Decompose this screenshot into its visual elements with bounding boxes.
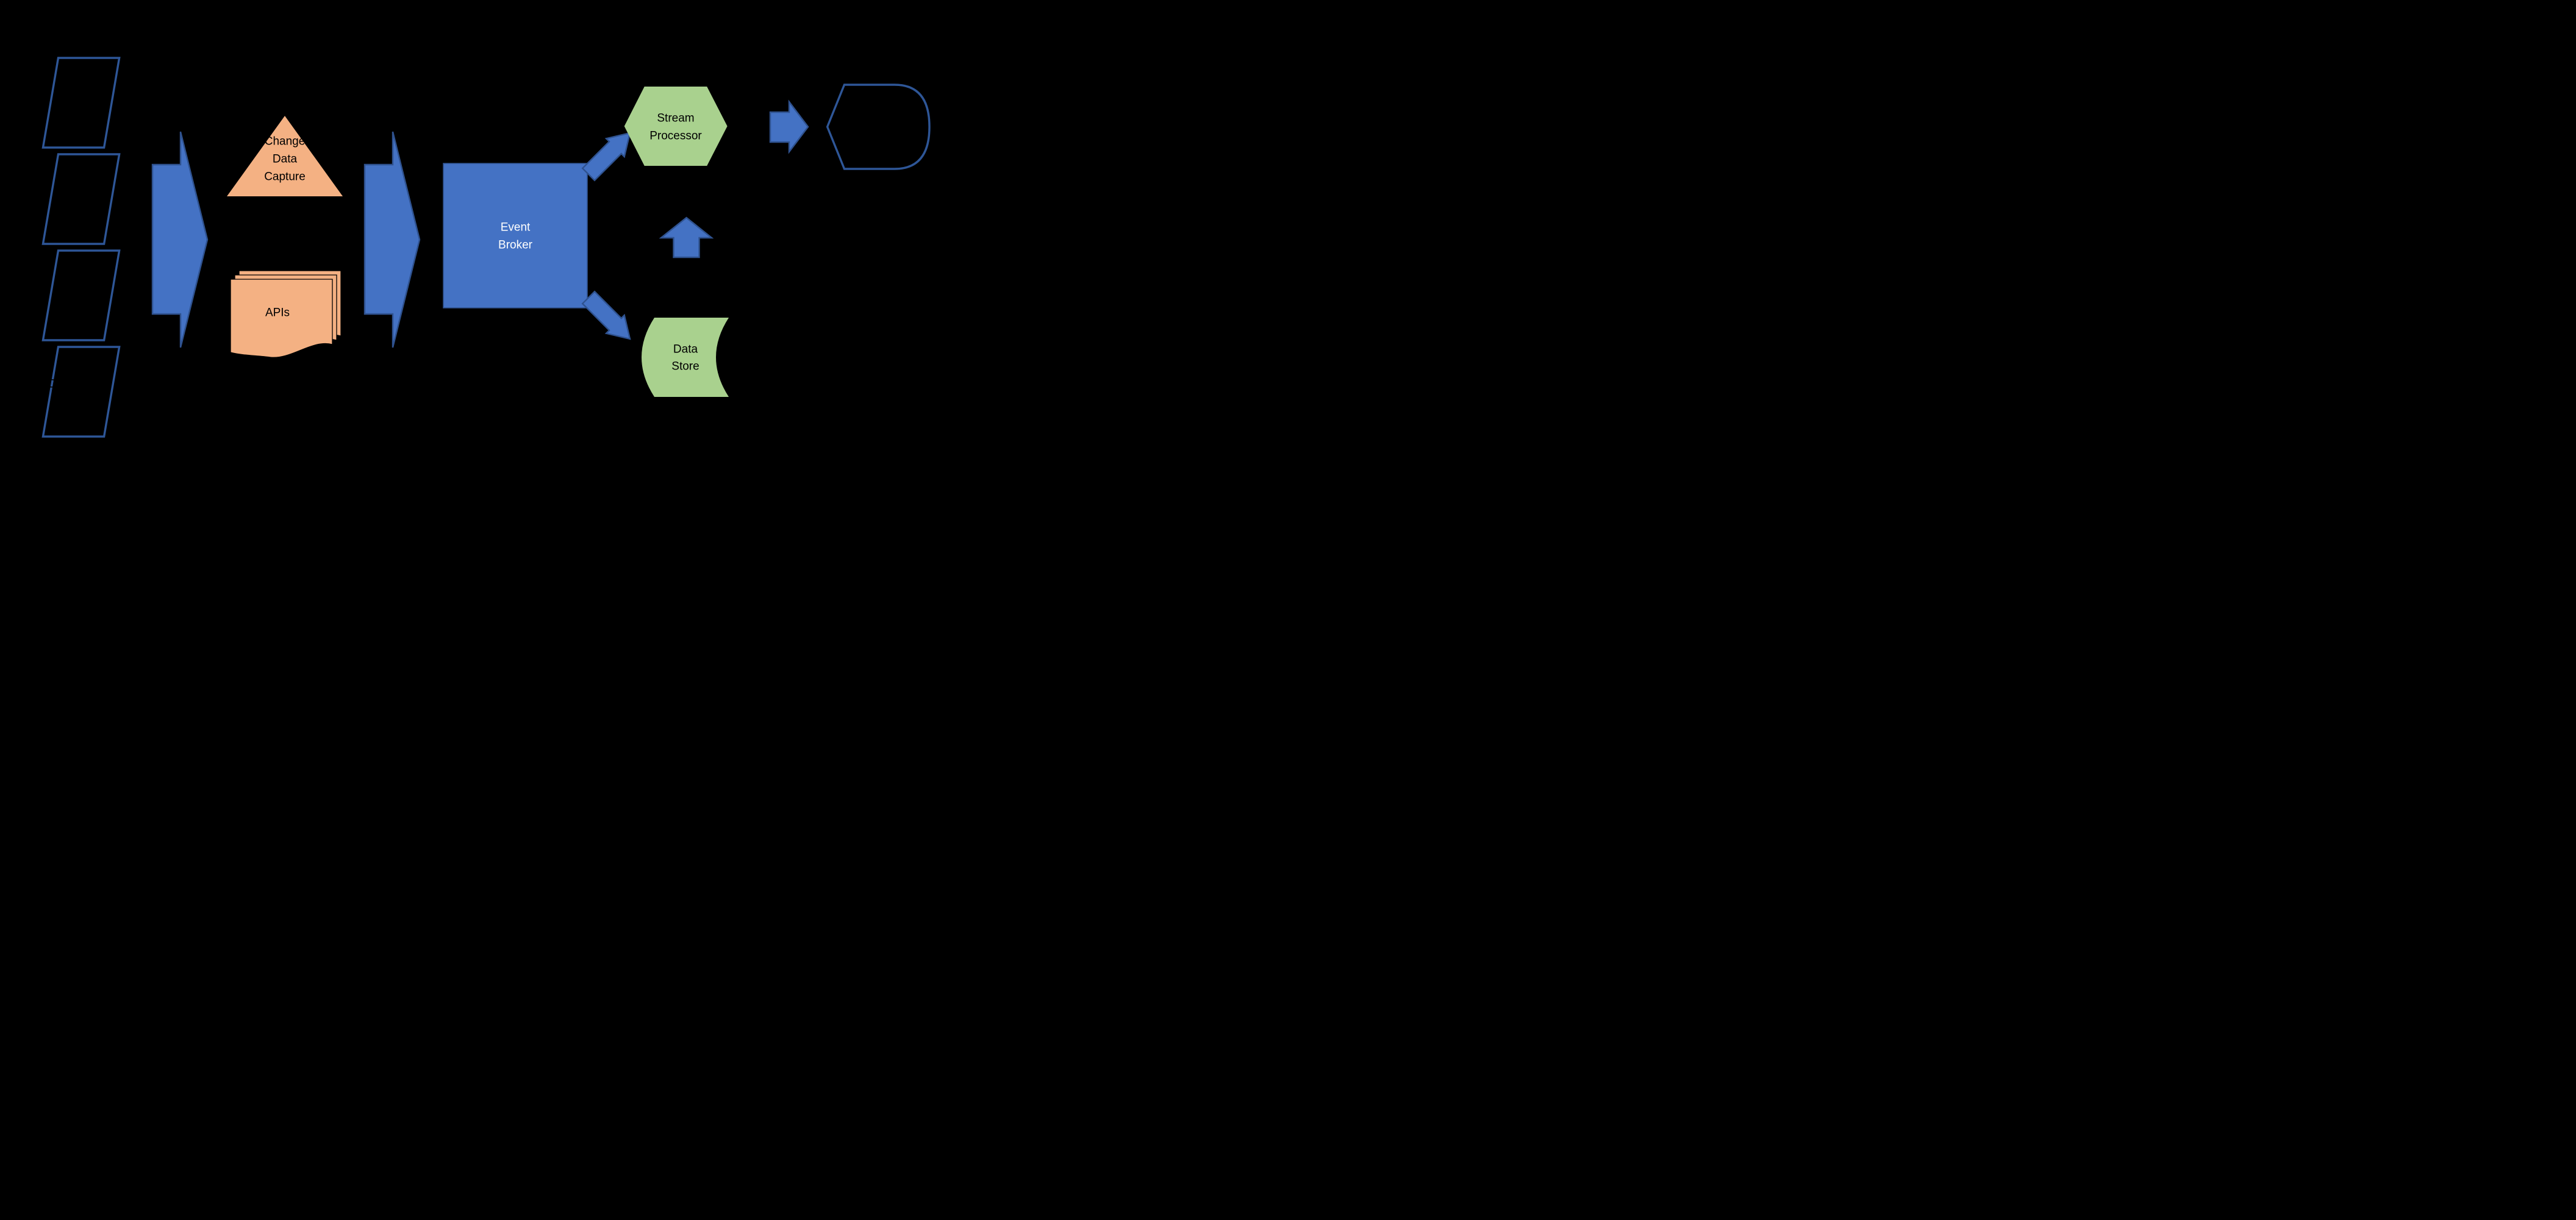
ingest-arrow-1 <box>151 131 209 348</box>
stream-processor-label-line2: Processor <box>649 130 702 143</box>
output-display-shape <box>826 84 931 170</box>
architecture-diagram: Databases Databases Change Data Capture … <box>0 0 956 453</box>
broker-to-datastore-arrow <box>581 290 631 340</box>
stream-to-display-arrow <box>769 99 809 154</box>
ingest-arrow-2 <box>363 131 421 348</box>
source-label-1: Databases <box>50 107 106 120</box>
event-broker-label-line2: Broker <box>498 239 533 252</box>
apis-document-front <box>230 279 333 358</box>
data-store-label-line2: Store <box>671 360 699 373</box>
event-broker-box <box>443 163 588 309</box>
apis-label: APIs <box>265 307 290 319</box>
datastore-to-stream-arrow <box>659 216 714 259</box>
cdc-label-line2: Data <box>273 153 298 166</box>
stream-processor-label-line1: Stream <box>657 112 694 125</box>
stream-processor-hexagon <box>624 87 728 166</box>
source-parallelogram-3 <box>41 249 121 341</box>
event-broker-label-line1: Event <box>501 221 531 234</box>
cdc-label-line1: Change <box>265 135 306 148</box>
cdc-label-line3: Capture <box>264 171 306 184</box>
cdc-triangle <box>227 116 343 196</box>
data-store-label-line1: Data <box>673 343 698 356</box>
source-label-4: Databases <box>49 378 104 391</box>
diagram-canvas: Databases Databases Change Data Capture … <box>41 57 931 438</box>
source-parallelogram-1 <box>41 57 121 149</box>
source-parallelogram-2 <box>41 153 121 245</box>
source-parallelogram-4 <box>41 346 121 438</box>
broker-to-stream-arrow <box>581 132 631 182</box>
data-store-shape <box>642 318 729 397</box>
